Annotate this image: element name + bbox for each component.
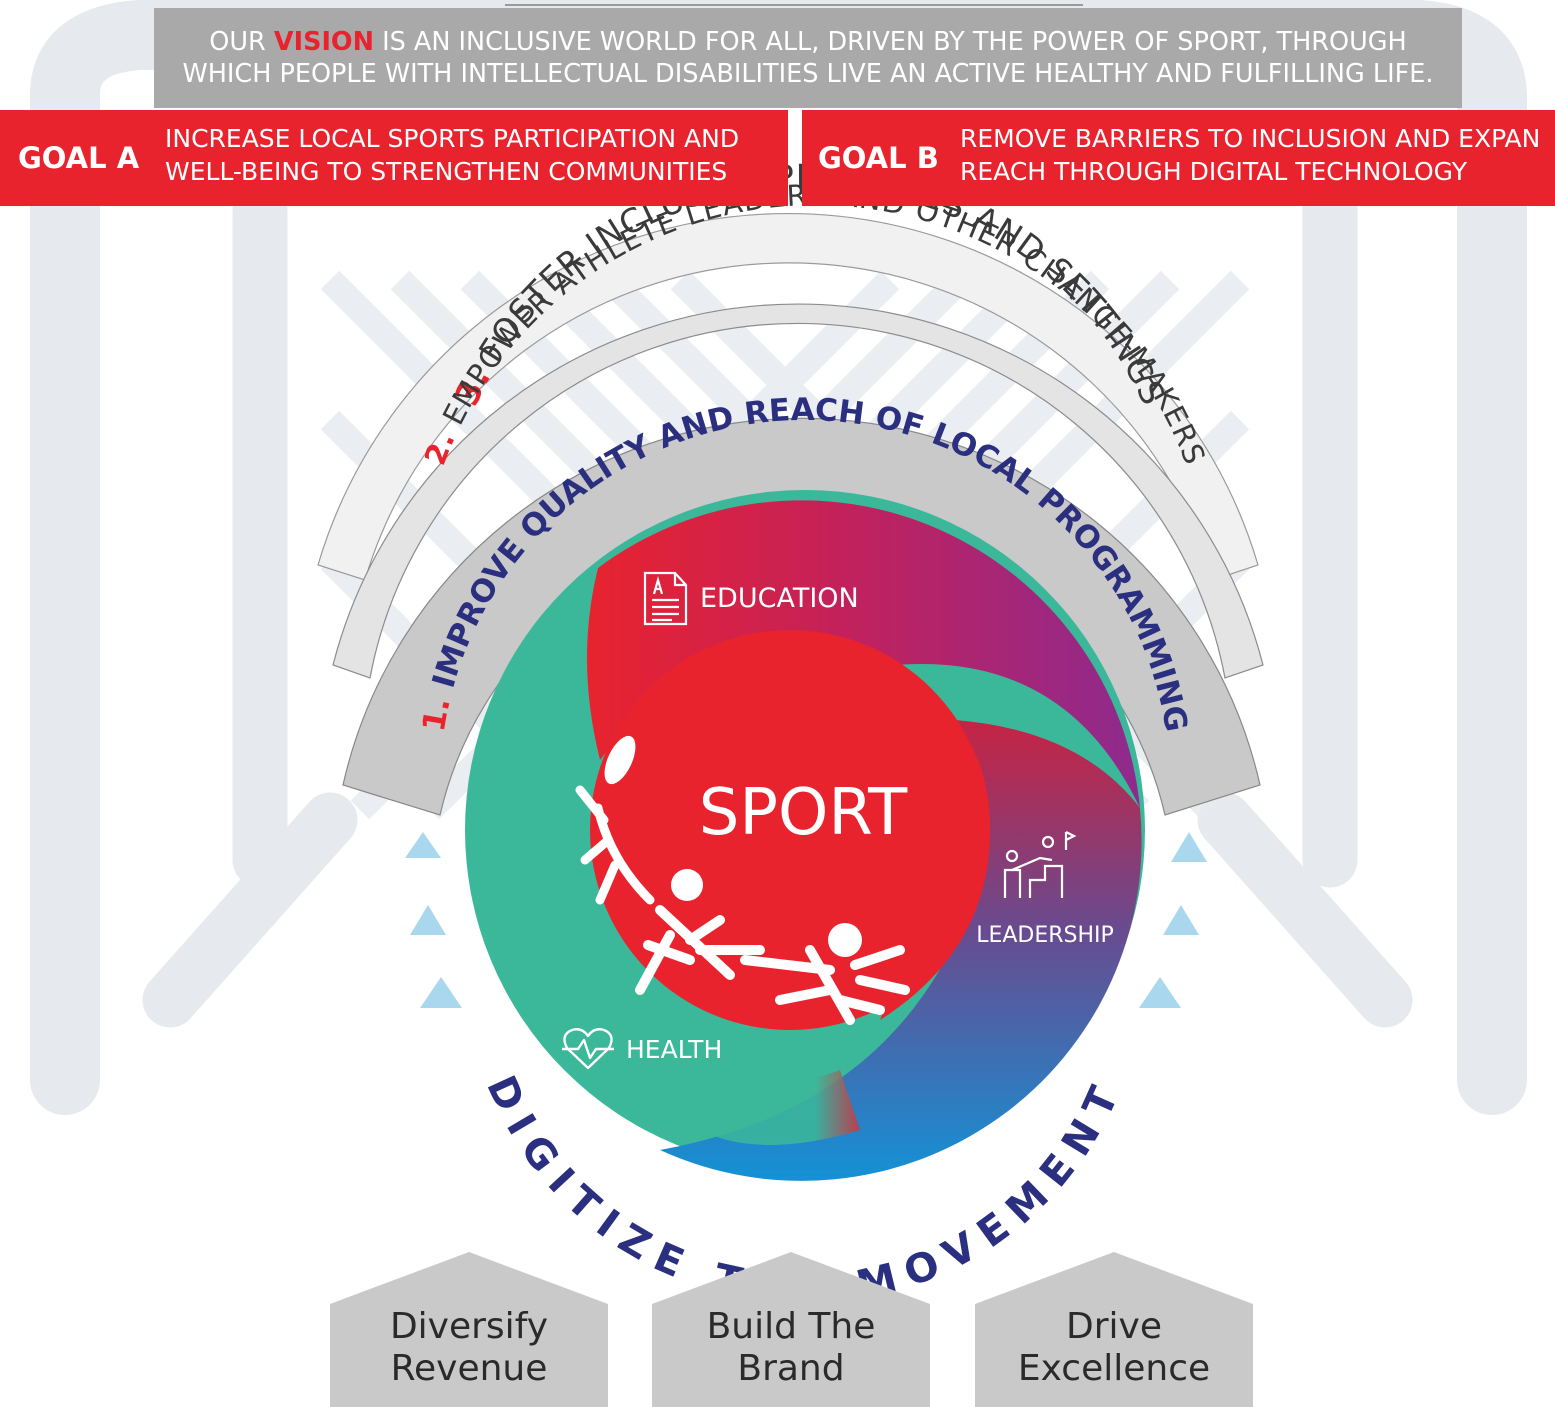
pillar-shape bbox=[652, 1252, 930, 1407]
center-sport-label: SPORT bbox=[699, 776, 908, 850]
vision-banner: OUR VISION IS AN INCLUSIVE WORLD FOR ALL… bbox=[154, 8, 1462, 108]
health-label: HEALTH bbox=[626, 1035, 722, 1064]
vision-line-2: WHICH PEOPLE WITH INTELLECTUAL DISABILIT… bbox=[182, 59, 1434, 89]
athlete-figures-icon bbox=[575, 735, 910, 1025]
up-arrow-triangles bbox=[405, 832, 1207, 1008]
strategy-arc-3 bbox=[317, 213, 1259, 581]
sport-circle bbox=[465, 490, 1145, 1181]
leadership-segment bbox=[660, 720, 1142, 1181]
goal-a-tag: GOAL A bbox=[18, 141, 140, 175]
leadership-stairs-icon bbox=[1003, 831, 1077, 898]
vision-line-1: OUR VISION IS AN INCLUSIVE WORLD FOR ALL… bbox=[209, 27, 1407, 57]
vision-highlight: VISION bbox=[273, 27, 374, 57]
heart-rate-icon bbox=[562, 1028, 614, 1070]
top-divider-line bbox=[505, 4, 1083, 6]
pillar-shape bbox=[330, 1252, 608, 1407]
goal-b-banner: GOAL B REMOVE BARRIERS TO INCLUSION AND … bbox=[802, 110, 1555, 206]
pillar-shape bbox=[975, 1252, 1253, 1407]
health-segment-blend bbox=[700, 1060, 860, 1145]
goal-a-banner: GOAL A INCREASE LOCAL SPORTS PARTICIPATI… bbox=[0, 110, 788, 206]
leadership-label: LEADERSHIP bbox=[976, 923, 1114, 948]
document-icon bbox=[643, 571, 688, 626]
education-label: EDUCATION bbox=[700, 583, 859, 614]
goal-b-text: REMOVE BARRIERS TO INCLUSION AND EXPAN R… bbox=[960, 124, 1541, 186]
goal-b-tag: GOAL B bbox=[818, 141, 939, 175]
strategy-arc-2 bbox=[332, 303, 1264, 679]
goal-a-text: INCREASE LOCAL SPORTS PARTICIPATION AND … bbox=[165, 124, 740, 186]
